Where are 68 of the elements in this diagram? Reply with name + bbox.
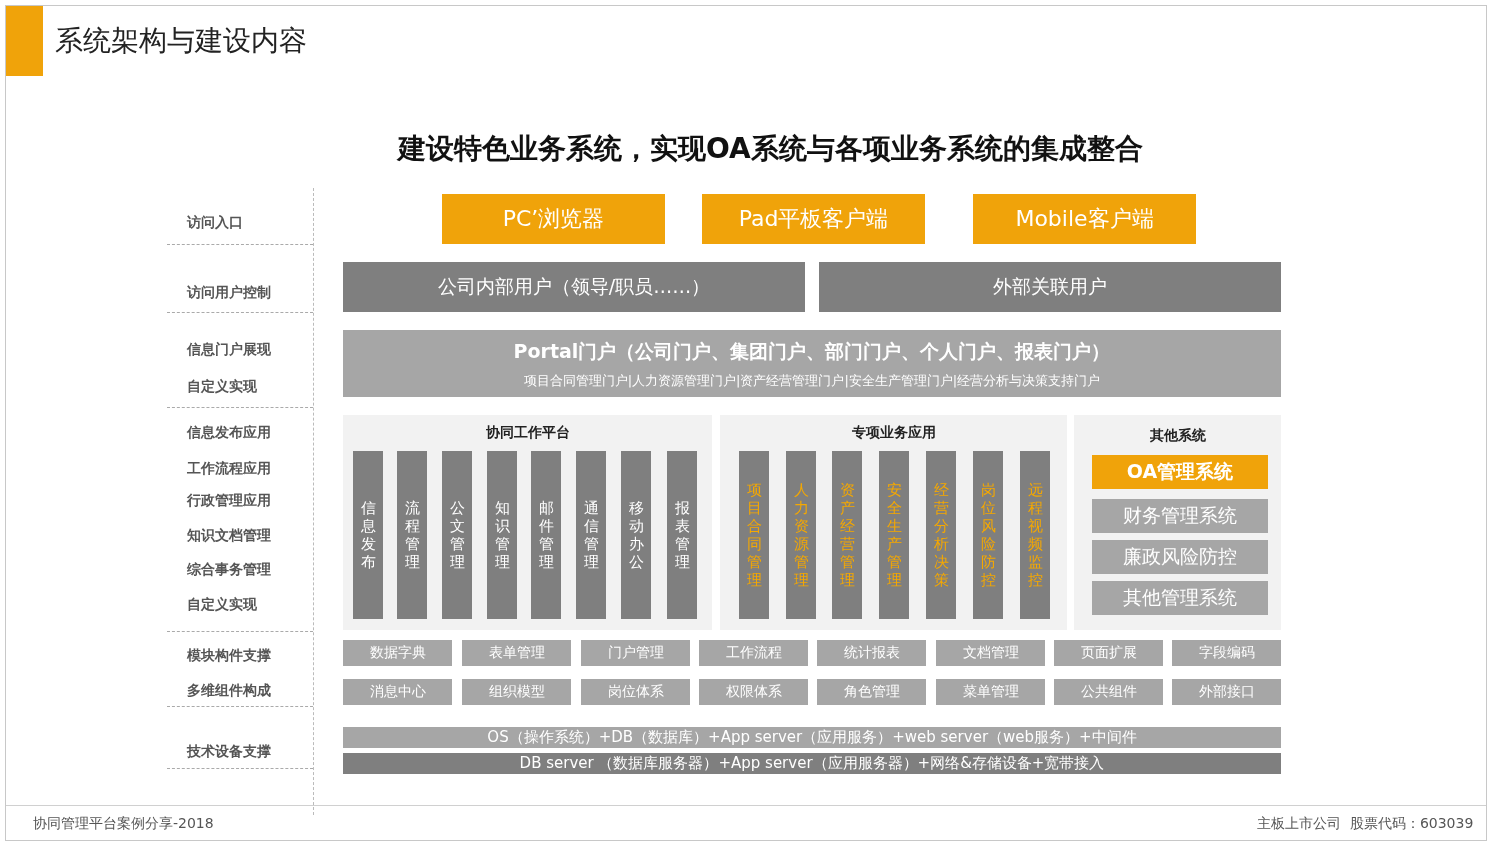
module-bar: 流程管理 bbox=[397, 451, 427, 619]
component-box: 菜单管理 bbox=[936, 679, 1045, 705]
component-box: 权限体系 bbox=[699, 679, 808, 705]
system-box: 财务管理系统 bbox=[1092, 499, 1268, 533]
layer-label: 多维组件构成 bbox=[187, 682, 271, 700]
layer-label: 工作流程应用 bbox=[187, 460, 271, 478]
module-bar: 信息发布 bbox=[353, 451, 383, 619]
layer-label: 自定义实现 bbox=[187, 596, 257, 614]
layer-label: 技术设备支撑 bbox=[187, 743, 271, 761]
component-box: 文档管理 bbox=[936, 640, 1045, 666]
infrastructure-bar: DB server （数据库服务器）+App server（应用服务器）+网络&存储设备+宽带接入 bbox=[343, 753, 1281, 774]
component-box: 消息中心 bbox=[343, 679, 452, 705]
user-box: 外部关联用户 bbox=[819, 262, 1281, 312]
component-box: 公共组件 bbox=[1054, 679, 1163, 705]
system-box: 廉政风险防控 bbox=[1092, 540, 1268, 574]
module-bar: 知识管理 bbox=[487, 451, 517, 619]
component-box: 统计报表 bbox=[817, 640, 926, 666]
component-box: 表单管理 bbox=[462, 640, 571, 666]
panel-title: 协同工作平台 bbox=[484, 424, 571, 442]
user-box: 公司内部用户（领导/职员……） bbox=[343, 262, 805, 312]
portal-subtitle: 项目合同管理门户|人力资源管理门户|资产经营管理门户|安全生产管理门户|经营分析与决策支持门户 bbox=[522, 372, 1102, 390]
component-box: 工作流程 bbox=[699, 640, 808, 666]
module-bar: 经营分析决策 bbox=[926, 451, 956, 619]
footer-text: 主板上市公司 股票代码：603039 bbox=[1257, 815, 1474, 833]
portal-box bbox=[343, 330, 1281, 397]
layer-label: 信息发布应用 bbox=[187, 424, 271, 442]
client-box: Pad平板客户端 bbox=[702, 194, 925, 244]
panel-title: 专项业务应用 bbox=[850, 424, 937, 442]
component-box: 字段编码 bbox=[1172, 640, 1281, 666]
footer-text: 协同管理平台案例分享-2018 bbox=[33, 815, 214, 833]
layer-label: 访问入口 bbox=[187, 214, 243, 232]
module-bar: 资产经营管理 bbox=[832, 451, 862, 619]
module-bar: 公文管理 bbox=[442, 451, 472, 619]
component-box: 外部接口 bbox=[1172, 679, 1281, 705]
system-box: OA管理系统 bbox=[1092, 455, 1268, 489]
infrastructure-bar: OS（操作系统）+DB（数据库）+App server（应用服务）+web server（web服务）+中间件 bbox=[343, 727, 1281, 748]
layer-label: 知识文档管理 bbox=[187, 527, 271, 545]
component-box: 角色管理 bbox=[817, 679, 926, 705]
module-bar: 通信管理 bbox=[576, 451, 606, 619]
module-bar: 安全生产管理 bbox=[879, 451, 909, 619]
page-title: 系统架构与建设内容 bbox=[55, 23, 307, 59]
subtitle: 建设特色业务系统，实现OA系统与各项业务系统的集成整合 bbox=[398, 131, 1143, 167]
component-box: 门户管理 bbox=[581, 640, 690, 666]
module-bar: 报表管理 bbox=[667, 451, 697, 619]
module-bar: 移动办公 bbox=[621, 451, 651, 619]
module-bar: 人力资源管理 bbox=[786, 451, 816, 619]
layer-label: 综合事务管理 bbox=[187, 561, 271, 579]
client-box: PC’浏览器 bbox=[442, 194, 665, 244]
module-bar: 项目合同管理 bbox=[739, 451, 769, 619]
system-box: 其他管理系统 bbox=[1092, 581, 1268, 615]
portal-title: Portal门户（公司门户、集团门户、部门门户、个人门户、报表门户） bbox=[512, 339, 1112, 364]
layer-label: 行政管理应用 bbox=[187, 492, 271, 510]
component-box: 岗位体系 bbox=[581, 679, 690, 705]
component-box: 页面扩展 bbox=[1054, 640, 1163, 666]
layer-label: 信息门户展现 bbox=[187, 341, 271, 359]
module-bar: 岗位风险防控 bbox=[973, 451, 1003, 619]
panel bbox=[343, 415, 712, 630]
layer-label: 自定义实现 bbox=[187, 378, 257, 396]
component-box: 组织模型 bbox=[462, 679, 571, 705]
panel bbox=[720, 415, 1067, 630]
component-box: 数据字典 bbox=[343, 640, 452, 666]
module-bar: 远程视频监控 bbox=[1020, 451, 1050, 619]
layer-label: 访问用户控制 bbox=[187, 284, 271, 302]
client-box: Mobile客户端 bbox=[973, 194, 1196, 244]
panel-title: 其他系统 bbox=[1148, 427, 1207, 445]
panel bbox=[1074, 415, 1281, 630]
module-bar: 邮件管理 bbox=[531, 451, 561, 619]
layer-label: 模块构件支撑 bbox=[187, 647, 271, 665]
